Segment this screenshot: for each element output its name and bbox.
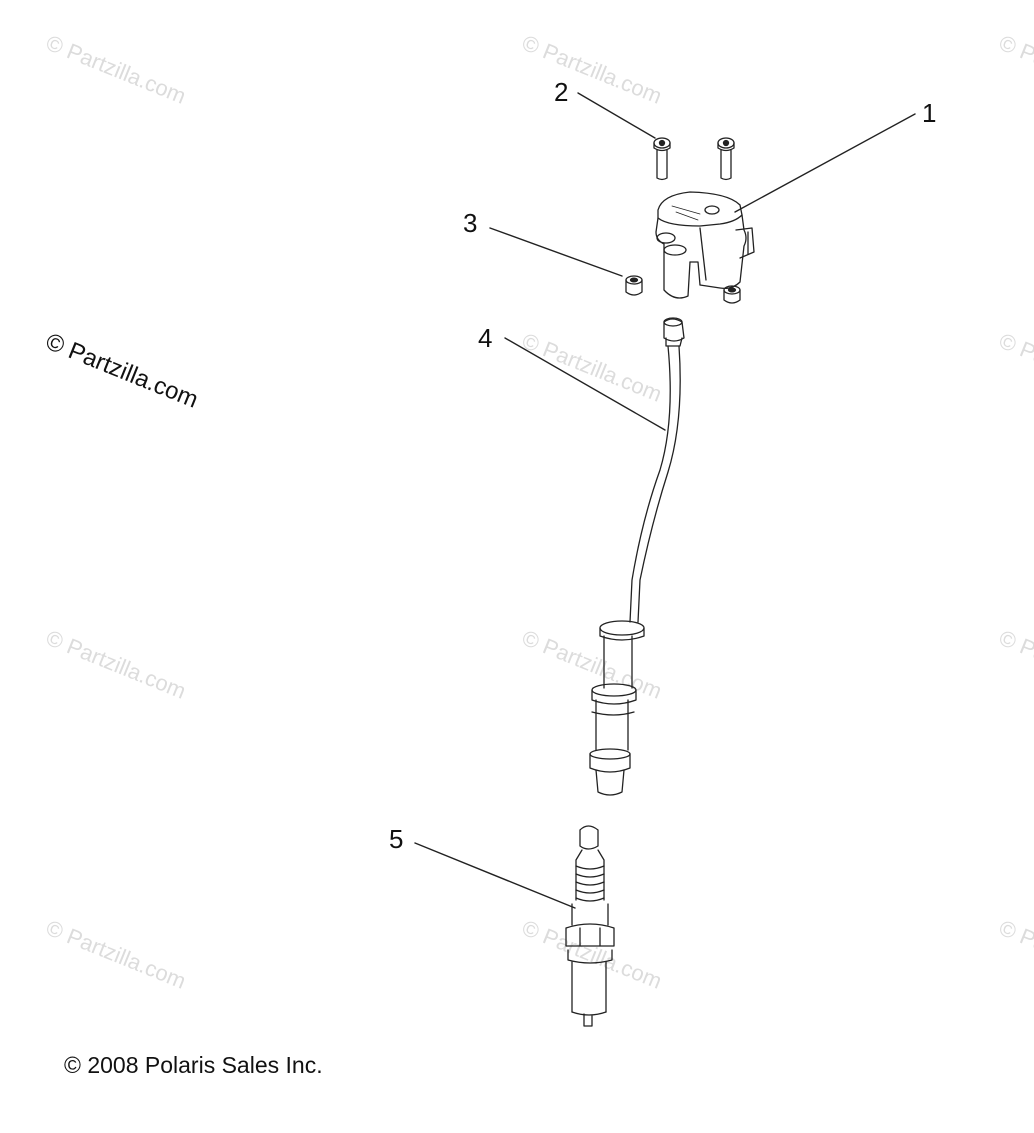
callout-3: 3 <box>463 208 478 238</box>
leader-line-3 <box>489 227 623 277</box>
bolt-right <box>717 137 735 181</box>
callout-2: 2 <box>554 77 569 107</box>
callout-4: 4 <box>478 323 493 353</box>
extension-lead <box>589 317 685 796</box>
leader-line-5 <box>414 842 576 909</box>
callout-5: 5 <box>389 824 404 854</box>
spacer-right <box>723 285 741 304</box>
bolt-left <box>653 137 671 181</box>
spark-plug <box>565 825 615 1027</box>
callout-1: 1 <box>922 98 937 128</box>
ignition-coil <box>655 191 755 299</box>
leader-lines <box>414 92 916 909</box>
leader-line-2 <box>577 92 656 139</box>
leader-line-4 <box>504 337 666 431</box>
leader-line-1 <box>734 113 916 213</box>
spacer-left <box>625 275 643 296</box>
copyright-notice: © 2008 Polaris Sales Inc. <box>64 1052 323 1078</box>
